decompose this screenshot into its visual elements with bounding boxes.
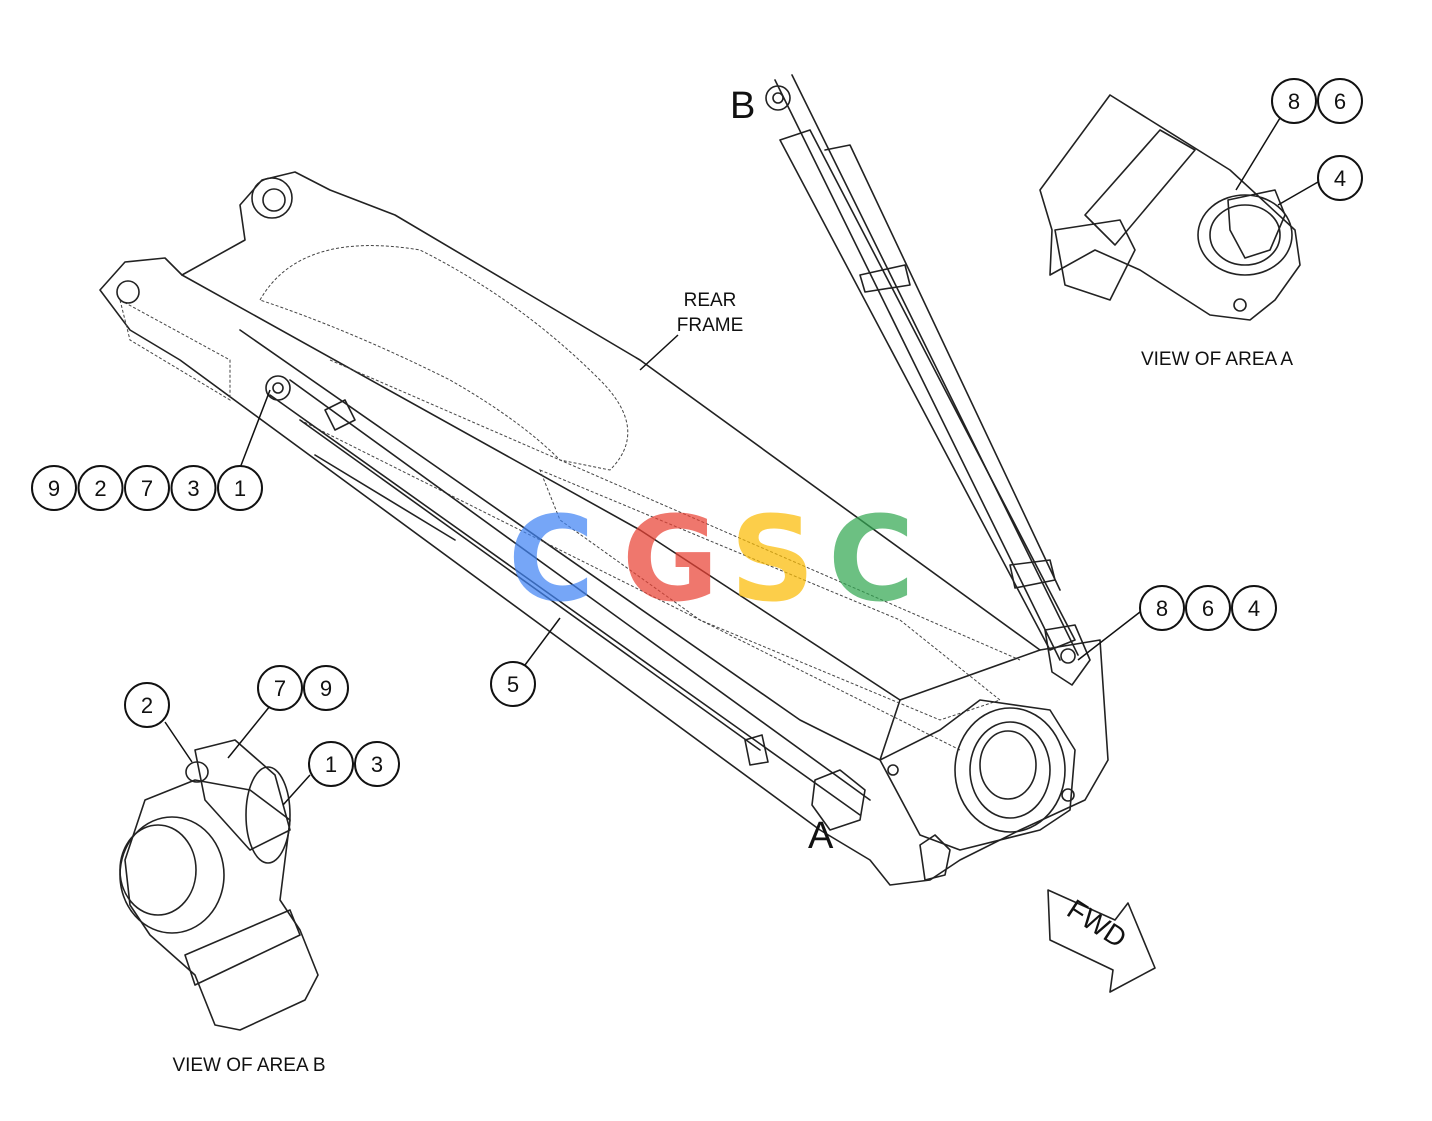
view-area-b-caption: VIEW OF AREA B (172, 1055, 325, 1076)
callout-number: 7 (141, 476, 153, 501)
callout-number: 2 (94, 476, 106, 501)
callout-bubbles: 9 2 7 3 1 5 8 6 4 8 6 4 2 7 9 1 3 (31, 78, 1363, 787)
upper-cylinder-drawing (765, 74, 1091, 686)
watermark-letter-3: S (730, 490, 815, 628)
view-area-a-caption: VIEW OF AREA A (1141, 349, 1293, 370)
callout-group-left-3: 7 (124, 465, 170, 511)
view-area-a-drawing (1039, 94, 1301, 321)
callout-number: 7 (274, 676, 286, 701)
callout-number: 6 (1202, 596, 1214, 621)
callout-number: 2 (141, 693, 153, 718)
leader-lines (164, 117, 1319, 806)
callout-number: 9 (320, 676, 332, 701)
callout-view-b-right-2: 3 (354, 741, 400, 787)
callout-number: 9 (48, 476, 60, 501)
callout-number: 3 (371, 752, 383, 777)
callout-number: 1 (234, 476, 246, 501)
callout-hose-1: 5 (490, 661, 536, 707)
callout-frame-right-3: 4 (1231, 585, 1277, 631)
watermark-letter-1: C (508, 490, 595, 628)
view-area-b-drawing (119, 739, 319, 1031)
fwd-arrow: FWD (1047, 889, 1156, 993)
callout-view-b-top-2: 9 (303, 665, 349, 711)
fwd-label: FWD (1062, 893, 1132, 954)
callout-number: 6 (1334, 89, 1346, 114)
callout-group-left-5: 1 (217, 465, 263, 511)
callout-view-a-top-2: 6 (1317, 78, 1363, 124)
rear-frame-label-line2: FRAME (677, 315, 744, 336)
callout-number: 4 (1334, 166, 1346, 191)
callout-number: 1 (325, 752, 337, 777)
callout-view-b-top-1: 7 (257, 665, 303, 711)
callout-frame-right-2: 6 (1185, 585, 1231, 631)
watermark-letter-2: G (622, 490, 719, 628)
callout-group-left-4: 3 (170, 465, 217, 511)
rear-frame-label-line1: REAR (684, 290, 737, 311)
callout-view-b-right-1: 1 (308, 741, 354, 787)
callout-view-a-mid-1: 4 (1317, 155, 1363, 201)
callout-group-left-1: 9 (31, 465, 77, 511)
callout-group-left-2: 2 (77, 465, 124, 511)
callout-frame-right-1: 8 (1139, 585, 1185, 631)
callout-view-b-left-1: 2 (124, 682, 170, 728)
cgsc-watermark: C G S C (508, 490, 915, 628)
callout-number: 5 (507, 672, 519, 697)
point-b-label: B (730, 85, 755, 127)
callout-number: 8 (1156, 596, 1168, 621)
callout-number: 3 (187, 476, 199, 501)
callout-number: 4 (1248, 596, 1260, 621)
rear-frame-drawing (99, 171, 1109, 886)
callout-number: 8 (1288, 89, 1300, 114)
point-a-label: A (808, 815, 834, 857)
watermark-letter-4: C (828, 490, 915, 628)
callout-view-a-top-1: 8 (1271, 78, 1317, 124)
lower-cylinder-drawing (265, 375, 871, 831)
